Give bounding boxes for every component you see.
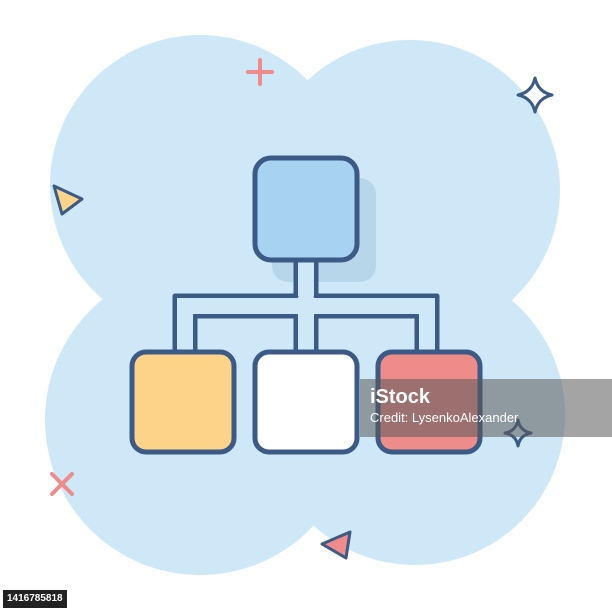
- star-sparkle-icon: [516, 76, 554, 114]
- triangle-sparkle-icon-bottom: [320, 530, 352, 560]
- triangle-sparkle-icon: [52, 184, 84, 216]
- watermark-credit: Credit: LysenkoAlexander: [370, 410, 519, 425]
- watermark-brand: iStock: [370, 386, 431, 408]
- connector-lines: [172, 255, 440, 355]
- plus-sparkle-icon: [246, 58, 274, 86]
- cross-sparkle-icon: [50, 472, 74, 496]
- footer-bar: [0, 588, 612, 612]
- middle-child-node: [252, 349, 360, 455]
- watermark-banner: iStock Credit: LysenkoAlexander: [360, 379, 612, 437]
- stock-id-badge: 1416785818: [3, 590, 67, 608]
- connector-fill: [177, 262, 435, 350]
- left-child-node: [129, 349, 237, 455]
- top-node: [252, 155, 360, 263]
